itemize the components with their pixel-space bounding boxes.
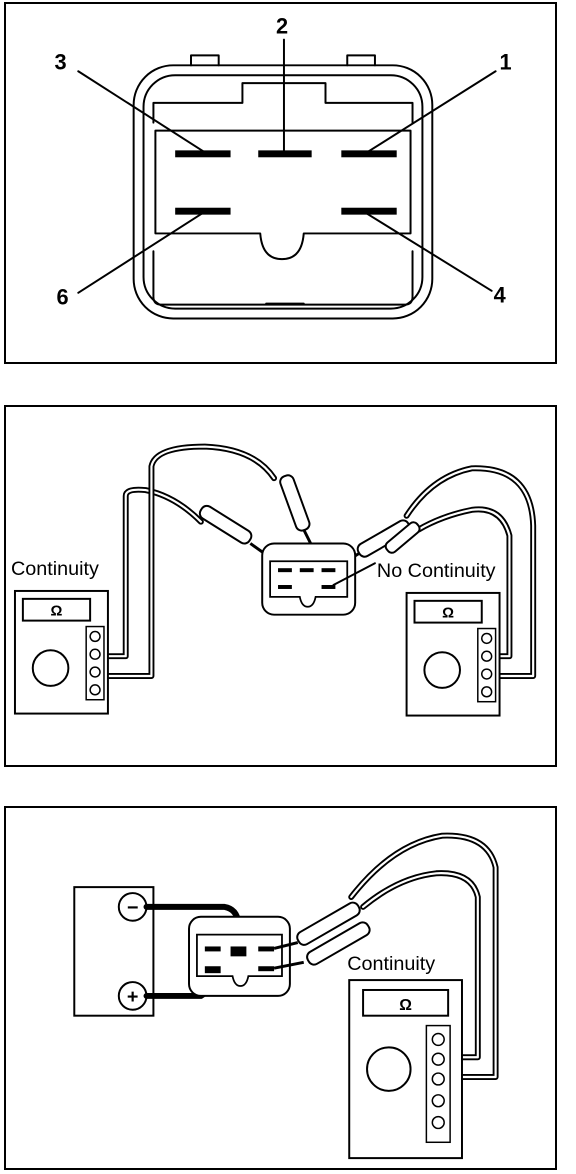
- latch-tab-left: [190, 54, 220, 67]
- ohmmeter-powered: Ω: [348, 979, 463, 1160]
- continuity-test-no-power-diagram: Ω Continuity Ω No Continuity: [11, 443, 537, 717]
- relay-connector-small: [261, 542, 357, 616]
- probe-powered-1: [273, 901, 361, 950]
- ohmmeter-right: Ω: [405, 591, 501, 717]
- continuity-label-left: Continuity: [11, 558, 99, 580]
- probe-right-2: [384, 521, 421, 554]
- continuity-test-with-power-diagram: − +: [73, 832, 499, 1160]
- latch-tab-right: [346, 54, 376, 67]
- battery-negative-label: −: [127, 897, 139, 919]
- test-leads: [95, 443, 537, 679]
- pin-label-3: 3: [55, 49, 67, 74]
- leader-line-1: [366, 70, 497, 154]
- probe-powered-2: [273, 921, 371, 970]
- battery-positive-label: +: [127, 986, 139, 1008]
- leader-line-6: [77, 210, 206, 294]
- terminal-cavity: [154, 129, 412, 261]
- battery: − +: [73, 886, 155, 1017]
- relay-pin-diagram-panel: 3 2 1 6 4: [4, 2, 557, 364]
- meter-ohm-symbol-powered: Ω: [399, 997, 412, 1014]
- no-continuity-pointer: [332, 562, 376, 587]
- terminal-6: [175, 207, 231, 215]
- pin-label-2: 2: [276, 14, 288, 39]
- terminal-1: [341, 150, 397, 158]
- relay-connector-powered: [188, 915, 291, 997]
- terminal-2: [258, 150, 312, 158]
- relay-housing-inner: [142, 74, 424, 310]
- continuity-test-no-power-panel: Ω Continuity Ω No Continuity: [4, 405, 557, 767]
- terminal-3: [175, 150, 231, 158]
- meter-ohm-symbol-right: Ω: [442, 606, 454, 622]
- continuity-label-powered: Continuity: [347, 953, 435, 975]
- ohmmeter-left: Ω: [13, 589, 109, 715]
- leader-line-3: [77, 70, 206, 154]
- meter-ohm-symbol-left: Ω: [51, 604, 63, 620]
- test-leads-powered: [348, 832, 499, 1080]
- leader-line-4: [366, 212, 493, 292]
- pin-label-6: 6: [57, 285, 69, 310]
- terminal-4: [341, 207, 397, 215]
- pin-label-1: 1: [500, 49, 512, 74]
- no-continuity-label: No Continuity: [377, 560, 496, 582]
- relay-pin-diagram: 3 2 1 6 4: [55, 14, 512, 320]
- continuity-test-with-power-panel: − +: [4, 806, 557, 1170]
- pin-label-4: 4: [494, 283, 506, 308]
